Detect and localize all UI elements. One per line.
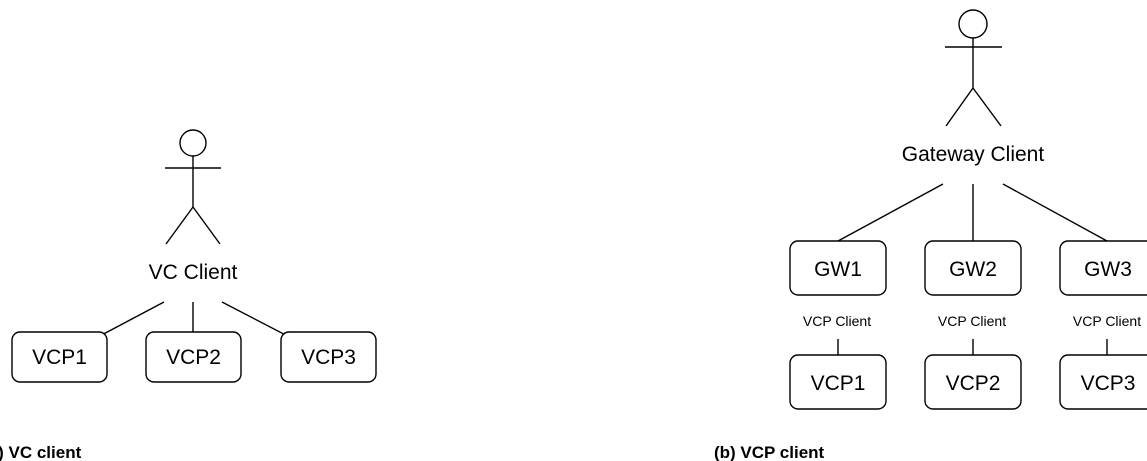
- gw2-node-label: GW2: [949, 258, 997, 281]
- vcp2-node: VCP2: [924, 354, 1022, 410]
- caption-a: (a) VC client: [0, 443, 82, 461]
- gw1-edge-label: VCP Client: [803, 313, 871, 329]
- gateway-client-label: Gateway Client: [902, 143, 1045, 166]
- gw1-node-label: GW1: [814, 258, 862, 281]
- vcp1-node-label: VCP1: [811, 372, 866, 395]
- edge-gateway-client-gw1: [837, 183, 944, 242]
- vcp3-node-label: VCP3: [301, 346, 356, 369]
- panel-vcp-client: Gateway Client GW1 GW2 GW3 VCP Client VC…: [714, 9, 1147, 461]
- vc-client-label: VC Client: [149, 261, 238, 284]
- gw2-edge-label: VCP Client: [938, 313, 1006, 329]
- vcp1-node: VCP1: [11, 331, 108, 383]
- vc-client-actor-icon: [165, 129, 221, 245]
- vcp2-node-label: VCP2: [946, 372, 1001, 395]
- vcp2-node-label: VCP2: [166, 346, 221, 369]
- panel-vc-client: VC Client VCP1 VCP2 VCP3 (a) VC client: [0, 129, 377, 461]
- vcp3-node-label: VCP3: [1081, 372, 1136, 395]
- gw3-node: GW3: [1059, 240, 1147, 296]
- gw3-edge-label: VCP Client: [1073, 313, 1141, 329]
- vcp3-node: VCP3: [1059, 354, 1147, 410]
- gw2-node: GW2: [924, 240, 1022, 296]
- vcp1-node-label: VCP1: [32, 346, 87, 369]
- vcp3-node: VCP3: [280, 331, 377, 383]
- gw3-node-label: GW3: [1084, 258, 1132, 281]
- vcp2-node: VCP2: [145, 331, 242, 383]
- gateway-client-actor-icon: [945, 9, 1002, 127]
- caption-b: (b) VCP client: [714, 443, 825, 461]
- gw1-node: GW1: [789, 240, 887, 296]
- vcp1-node: VCP1: [789, 354, 887, 410]
- edge-gateway-client-gw3: [1002, 183, 1108, 242]
